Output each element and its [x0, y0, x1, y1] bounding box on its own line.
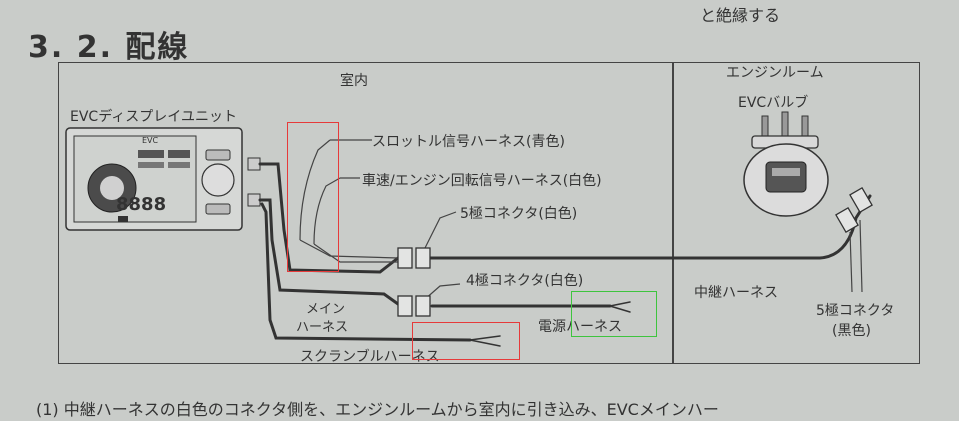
connector-5pin-black-label-line2: (黒色) — [832, 323, 871, 339]
highlight-box-power — [571, 291, 657, 337]
display-unit: EVC 8888 — [65, 127, 261, 231]
throttle-harness-label: スロットル信号ハーネス(青色) — [372, 134, 565, 150]
connector-4pin-white-a — [397, 295, 413, 317]
top-note: と絶縁する — [700, 6, 781, 25]
scramble-harness-label: スクランブルハーネス — [300, 349, 440, 365]
connector-5pin-white-label: 5極コネクタ(白色) — [460, 206, 578, 222]
connector-5pin-white-b — [415, 247, 431, 269]
diagram-frame — [58, 62, 920, 364]
signal-wires — [299, 139, 863, 301]
scramble-lead-2 — [469, 339, 501, 347]
unit-button-top — [205, 149, 231, 161]
power-harness-label: 電源ハーネス — [538, 319, 622, 335]
power-harness-lead-2 — [609, 305, 631, 313]
highlight-box-scramble — [412, 322, 520, 360]
unit-port-upper — [247, 157, 261, 171]
connector-5pin-black-b — [849, 186, 873, 214]
main-harness-cable-b — [258, 198, 400, 306]
display-digits: 8888 — [116, 194, 166, 215]
highlight-box-signal-wires — [287, 122, 339, 272]
scramble-harness-cable — [260, 202, 472, 342]
connector-5pin-white-a — [397, 247, 413, 269]
scramble-lead-1 — [469, 335, 501, 341]
speed-signal-wire — [313, 177, 341, 245]
section-indoor-label: 室内 — [340, 73, 368, 89]
section-heading: 3. 2. 配線 — [28, 30, 190, 65]
unit-port-lower — [247, 193, 261, 207]
unit-button-bottom — [205, 203, 231, 215]
evc-valve — [743, 111, 829, 217]
section-divider — [672, 62, 674, 364]
instruction-text: (1) 中継ハーネスの白色のコネクタ側を、エンジンルームから室内に引き込み、EV… — [36, 400, 719, 419]
throttle-signal-wire — [299, 139, 331, 241]
evc-valve-label: EVCバルブ — [738, 95, 809, 111]
connector-5pin-black-label-line1: 5極コネクタ — [816, 303, 895, 319]
relay-harness-label: 中継ハーネス — [694, 285, 778, 301]
unit-knob — [201, 163, 235, 197]
connector-4pin-white-label: 4極コネクタ(白色) — [466, 273, 584, 289]
relay-harness-cable — [428, 194, 872, 260]
section-engine-label: エンジンルーム — [726, 65, 824, 81]
power-harness-lead-1 — [609, 301, 631, 307]
display-unit-label: EVCディスプレイユニット — [70, 109, 237, 125]
main-harness-label-line2: ハーネス — [296, 320, 349, 335]
speed-rpm-harness-label: 車速/エンジン回転信号ハーネス(白色) — [362, 173, 602, 189]
connector-4pin-white-b — [415, 295, 431, 317]
connectors — [397, 186, 873, 317]
connector-5pin-black-a — [835, 206, 859, 234]
display-brand: EVC — [142, 136, 159, 145]
main-harness-label-line1: メイン — [306, 302, 346, 317]
